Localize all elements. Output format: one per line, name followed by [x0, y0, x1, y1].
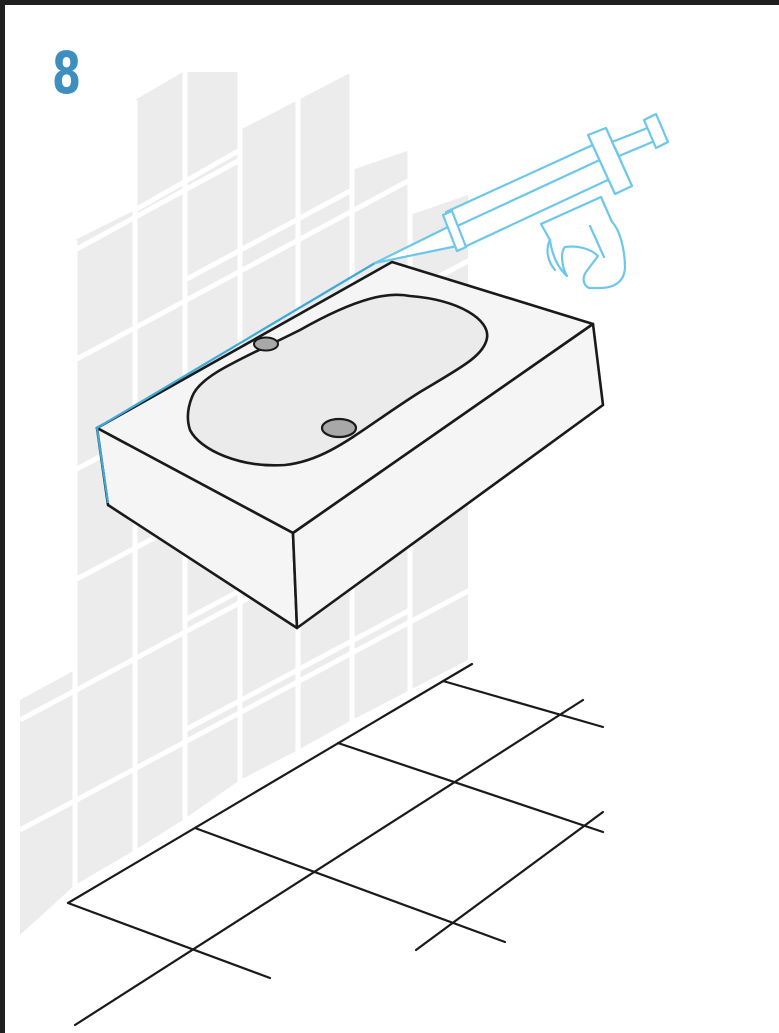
sealant-gun-icon	[373, 112, 670, 290]
basin-side-face	[291, 322, 605, 630]
washbasin	[95, 260, 605, 630]
tap-hole	[253, 336, 279, 352]
floor-wall-edge	[66, 662, 474, 905]
wall-grout	[18, 60, 472, 1000]
sealant-bead	[95, 262, 376, 504]
drain-hole	[320, 417, 358, 439]
basin-bowl	[186, 293, 489, 467]
floor-grid	[66, 662, 605, 1027]
step-number: 8	[52, 39, 81, 107]
